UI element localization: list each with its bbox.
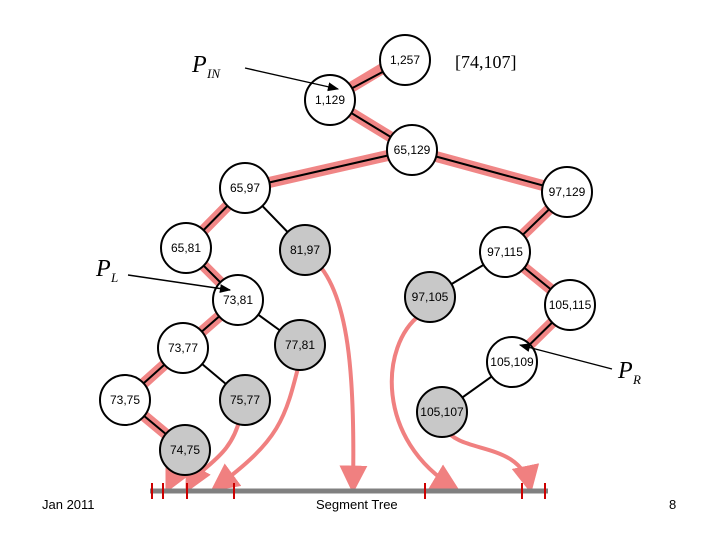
p-r-label: P R — [617, 358, 641, 387]
node-label: 73,75 — [110, 393, 140, 407]
node-label: 105,107 — [420, 405, 464, 419]
tree-node: 65,97 — [219, 162, 271, 214]
node-circle — [159, 424, 211, 476]
node-circle — [416, 386, 468, 438]
arrow-81-97 — [310, 256, 368, 494]
node-label: 75,77 — [230, 393, 260, 407]
tree-node: 97,129 — [541, 166, 593, 218]
p-l-pointer — [127, 274, 232, 293]
arrow-105-107 — [443, 426, 540, 494]
tree-nodes: 1,257 1,129 65,129 65,97 97,129 65,81 81,97 97,… — [99, 34, 596, 476]
pointer-arrows — [127, 67, 613, 370]
node-label: 73,77 — [168, 341, 198, 355]
node-label: 105,115 — [549, 298, 592, 312]
tree-node: 105,109 — [486, 336, 538, 388]
footer-date: Jan 2011 — [42, 497, 95, 512]
node-label: 1,129 — [315, 93, 345, 107]
footer-page-number: 8 — [669, 497, 677, 512]
node-circle — [541, 166, 593, 218]
node-circle — [379, 34, 431, 86]
node-label: 77,81 — [285, 338, 315, 352]
p-in-pointer — [244, 67, 340, 92]
svg-text:IN: IN — [206, 66, 221, 81]
tree-node: 75,77 — [219, 374, 271, 426]
node-circle — [219, 374, 271, 426]
node-label: 65,129 — [394, 143, 431, 157]
tree-node: 97,105 — [404, 271, 456, 323]
svg-text:P: P — [95, 256, 111, 282]
node-circle — [404, 271, 456, 323]
tree-node: 1,129 — [304, 74, 356, 126]
node-circle — [479, 226, 531, 278]
tree-node: 1,257 — [379, 34, 431, 86]
node-label: 97,115 — [487, 245, 523, 259]
node-label: 97,129 — [549, 185, 586, 199]
tree-node: 65,81 — [160, 222, 212, 274]
tree-node: 74,75 — [159, 424, 211, 476]
tree-node: 81,97 — [279, 224, 331, 276]
p-l-label: P L — [95, 256, 118, 285]
tree-node: 105,107 — [416, 386, 468, 438]
node-label: 97,105 — [412, 290, 449, 304]
node-label: 65,81 — [171, 241, 201, 255]
tree-node: 65,129 — [386, 124, 438, 176]
node-circle — [157, 322, 209, 374]
node-circle — [304, 74, 356, 126]
svg-text:R: R — [632, 372, 641, 387]
arrow-97-105 — [389, 313, 460, 491]
tree-node: 77,81 — [274, 319, 326, 371]
node-label: 74,75 — [170, 443, 200, 457]
node-circle — [219, 162, 271, 214]
tree-node: 73,77 — [157, 322, 209, 374]
node-label: 105,109 — [490, 355, 534, 369]
node-label: 1,257 — [390, 53, 420, 67]
arrow-77-81 — [210, 359, 302, 492]
p-r-pointer — [518, 343, 613, 370]
segment-ticks — [151, 483, 546, 499]
node-circle — [544, 279, 596, 331]
node-circle — [274, 319, 326, 371]
tree-node: 97,115 — [479, 226, 531, 278]
svg-text:P: P — [617, 358, 633, 384]
tree-node: 105,115 — [544, 279, 596, 331]
node-circle — [279, 224, 331, 276]
node-circle — [386, 124, 438, 176]
footer-title: Segment Tree — [316, 497, 398, 512]
svg-text:L: L — [110, 270, 118, 285]
arrow-75-77 — [185, 417, 242, 493]
node-label: 81,97 — [290, 243, 320, 257]
svg-text:P: P — [191, 52, 207, 78]
node-label: 65,97 — [230, 181, 260, 195]
p-in-label: P IN — [191, 52, 221, 81]
query-interval: [74,107] — [455, 52, 517, 72]
node-circle — [160, 222, 212, 274]
tree-node: 73,75 — [99, 374, 151, 426]
tree-node: 73,81 — [212, 274, 264, 326]
node-label: 73,81 — [223, 293, 253, 307]
node-circle — [99, 374, 151, 426]
